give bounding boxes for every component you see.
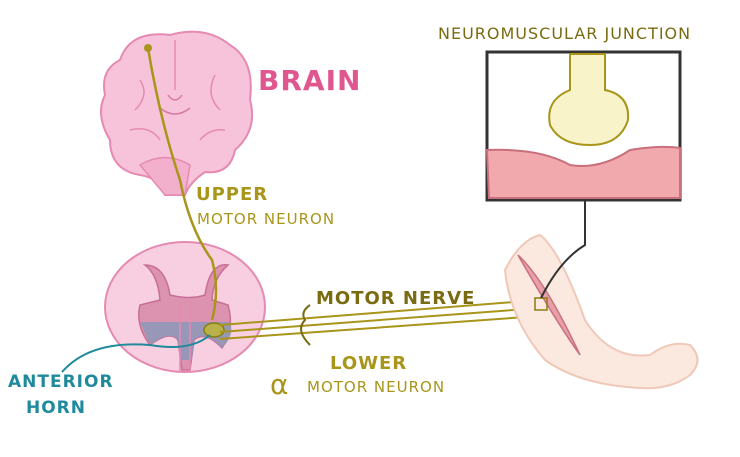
spinal-cord-cross-section: [104, 241, 266, 373]
brain-illustration: [100, 30, 254, 196]
upper-label: UPPER: [196, 184, 269, 205]
arm-illustration: [503, 233, 699, 390]
upper-motor-neuron-label: MOTOR NEURON: [197, 210, 336, 228]
upper-motor-neuron-axon: [146, 47, 218, 321]
axon-terminal: [548, 53, 630, 147]
lower-label: LOWER: [330, 353, 408, 374]
zoom-connector-line: [540, 200, 586, 299]
muscle: [517, 254, 581, 356]
horn-label: HORN: [26, 398, 86, 418]
brain-label: BRAIN: [258, 64, 362, 97]
upper-motor-neuron-soma: [144, 44, 152, 52]
alpha-symbol: α: [270, 368, 290, 401]
neuromuscular-junction-label: NEUROMUSCULAR JUNCTION: [438, 24, 692, 43]
motor-nerve: [203, 299, 541, 346]
anterior-label: ANTERIOR: [8, 372, 114, 392]
motor-nerve-label: MOTOR NERVE: [316, 288, 476, 309]
neuromuscular-junction-inset: [485, 50, 682, 202]
lower-motor-neuron-label: MOTOR NEURON: [307, 378, 446, 396]
anterior-horn-pointer: [61, 334, 211, 373]
